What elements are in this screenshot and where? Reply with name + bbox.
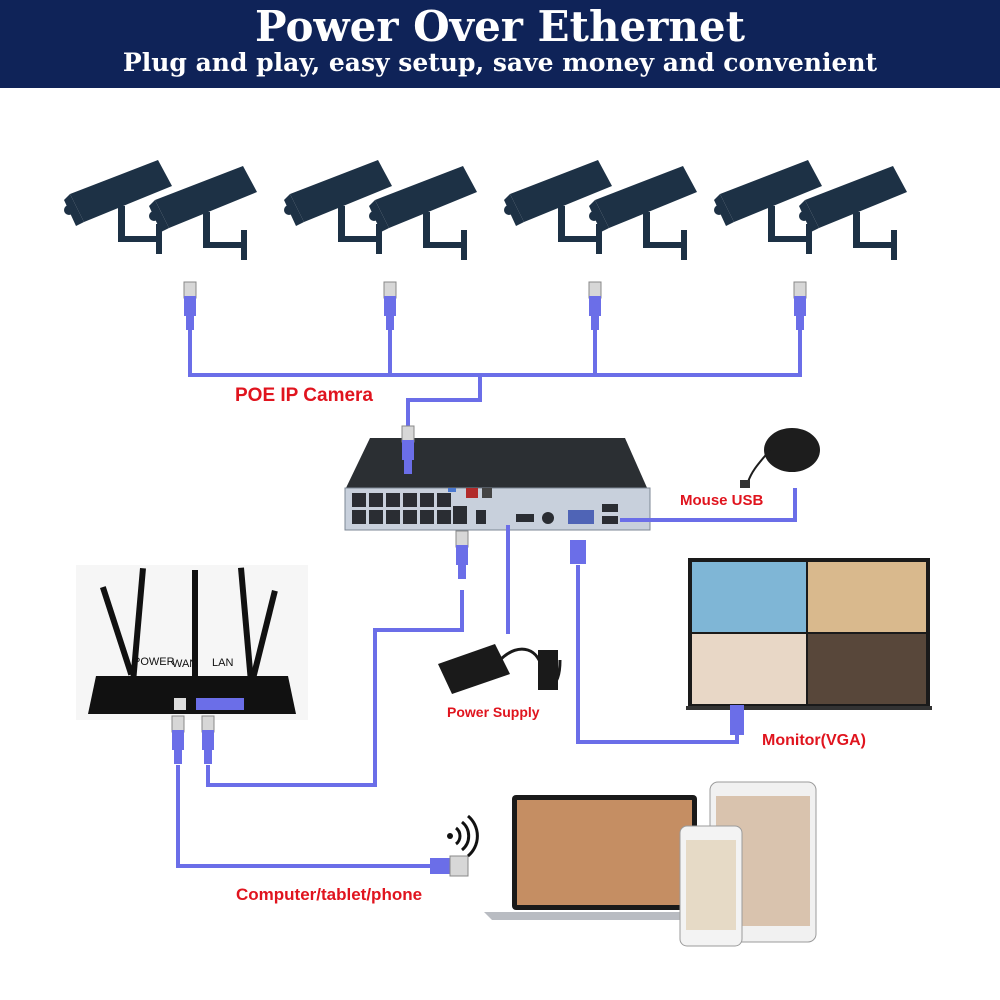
rj45-connector-icon (383, 281, 397, 331)
monitor-vga-label: Monitor(VGA) (762, 732, 866, 749)
computer-tablet-phone-icon (484, 781, 817, 947)
nvr-device (344, 438, 651, 531)
mouse-usb-label: Mouse USB (680, 492, 764, 509)
power-supply-icon (438, 644, 562, 694)
mouse-icon (740, 428, 820, 488)
poe-camera-label: POE IP Camera (235, 385, 374, 406)
router-lan-label: LAN (212, 657, 234, 669)
rj45-connector-icon (430, 855, 469, 877)
header-banner: Power Over Ethernet Plug and play, easy … (0, 0, 1000, 88)
rj45-connector-icon (171, 715, 185, 765)
wifi-signal-icon (447, 814, 479, 858)
page-title: Power Over Ethernet (254, 2, 745, 51)
page-subtitle: Plug and play, easy setup, save money an… (122, 48, 878, 77)
camera-cable-tree (188, 330, 802, 445)
rj45-connector-icon (201, 715, 215, 765)
monitor-device (686, 558, 932, 735)
computer-tablet-phone-label: Computer/tablet/phone (236, 885, 423, 904)
router-power-label: POWER (133, 656, 175, 668)
rj45-connector-icon (183, 281, 197, 331)
rj45-connector-icon (455, 530, 469, 580)
rj45-connector-icon (793, 281, 807, 331)
router-wan-label: WAN (172, 658, 198, 670)
router-device (76, 565, 308, 720)
vga-connector-icon (570, 540, 586, 564)
power-supply-label: Power Supply (447, 704, 540, 720)
rj45-connector-icon (588, 281, 602, 331)
